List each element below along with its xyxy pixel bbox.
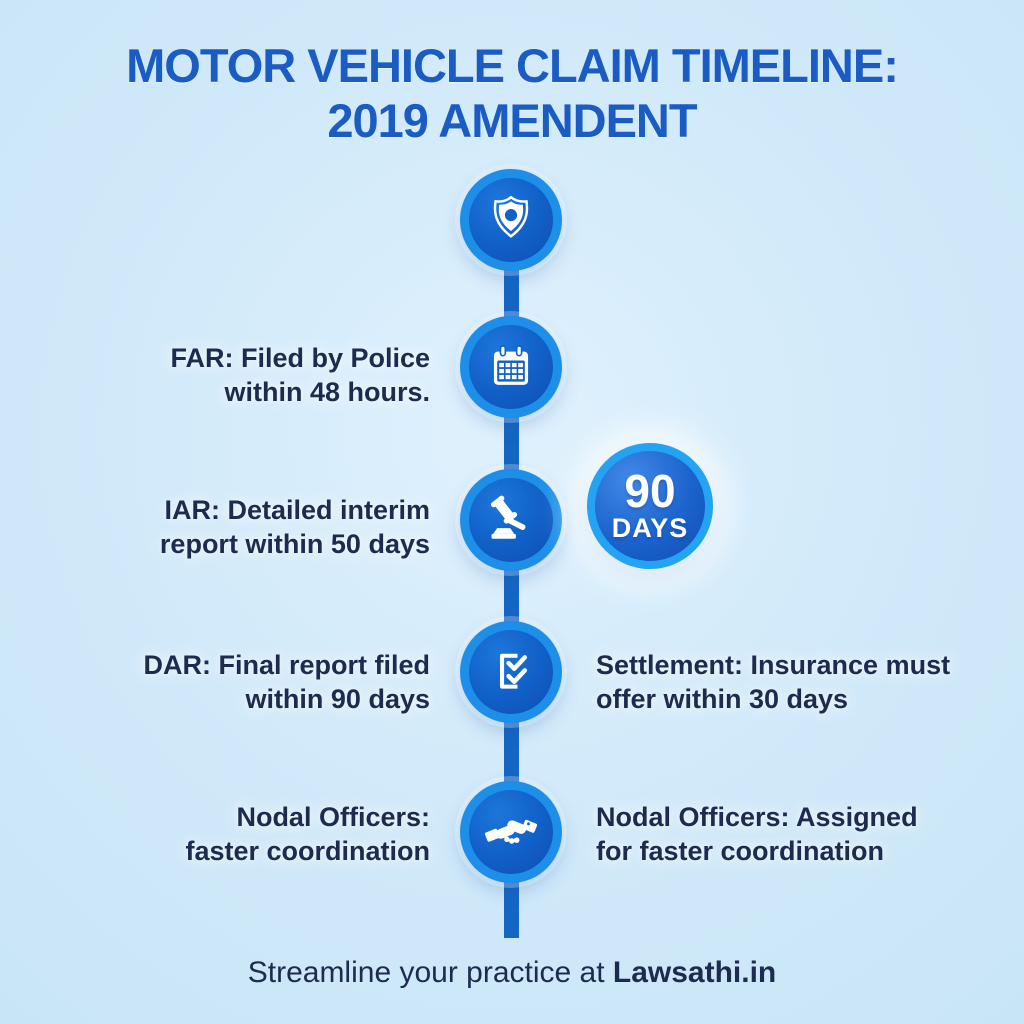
90-days-badge: 90 DAYS xyxy=(587,443,713,569)
page-title-line1: MOTOR VEHICLE CLAIM TIMELINE: xyxy=(126,39,899,92)
label-far-line2: within 48 hours. xyxy=(224,377,430,407)
label-nodal-right: Nodal Officers: Assigned for faster coor… xyxy=(596,800,918,868)
label-nodal-right-line1: Nodal Officers: Assigned xyxy=(596,802,918,832)
label-dar: DAR: Final report filed within 90 days xyxy=(143,648,430,716)
timeline-node-nodal xyxy=(460,781,562,883)
label-dar-line2: within 90 days xyxy=(245,684,430,714)
footer-brand: Lawsathi.in xyxy=(612,956,777,989)
timeline-node-fir xyxy=(460,169,562,271)
label-nodal-right-line2: for faster coordination xyxy=(596,836,885,866)
label-iar: IAR: Detailed interim report within 50 d… xyxy=(160,493,430,561)
calendar-icon xyxy=(485,341,537,393)
label-iar-line2: report within 50 days xyxy=(159,529,430,559)
police-badge-icon xyxy=(485,194,537,246)
label-iar-line1: IAR: Detailed interim xyxy=(164,495,430,525)
timeline-node-dar xyxy=(460,621,562,723)
label-nodal-left-line1: Nodal Officers: xyxy=(236,802,430,832)
label-nodal-left: Nodal Officers: faster coordination xyxy=(185,800,430,868)
label-settlement-line2: offer within 30 days xyxy=(596,684,849,714)
label-far: FAR: Filed by Police within 48 hours. xyxy=(170,341,430,409)
gavel-icon xyxy=(485,494,537,546)
checklist-icon xyxy=(485,646,537,698)
label-nodal-left-line2: faster coordination xyxy=(185,836,430,866)
timeline-node-iar xyxy=(460,469,562,571)
page-title: MOTOR VEHICLE CLAIM TIMELINE: 2019 AMEND… xyxy=(0,38,1024,148)
timeline-node-far xyxy=(460,316,562,418)
footer-tagline: Streamline your practice at Lawsathi.in xyxy=(0,956,1024,990)
footer-prefix: Streamline your practice at xyxy=(247,956,613,989)
90-days-unit: DAYS xyxy=(611,513,689,543)
label-settlement: Settlement: Insurance must offer within … xyxy=(596,648,950,716)
label-dar-line1: DAR: Final report filed xyxy=(143,650,430,680)
label-settlement-line1: Settlement: Insurance must xyxy=(596,650,951,680)
page-title-line2: 2019 AMENDENT xyxy=(327,94,697,147)
handshake-icon xyxy=(485,806,537,858)
label-far-line1: FAR: Filed by Police xyxy=(170,343,430,373)
90-days-value: 90 xyxy=(624,465,676,517)
